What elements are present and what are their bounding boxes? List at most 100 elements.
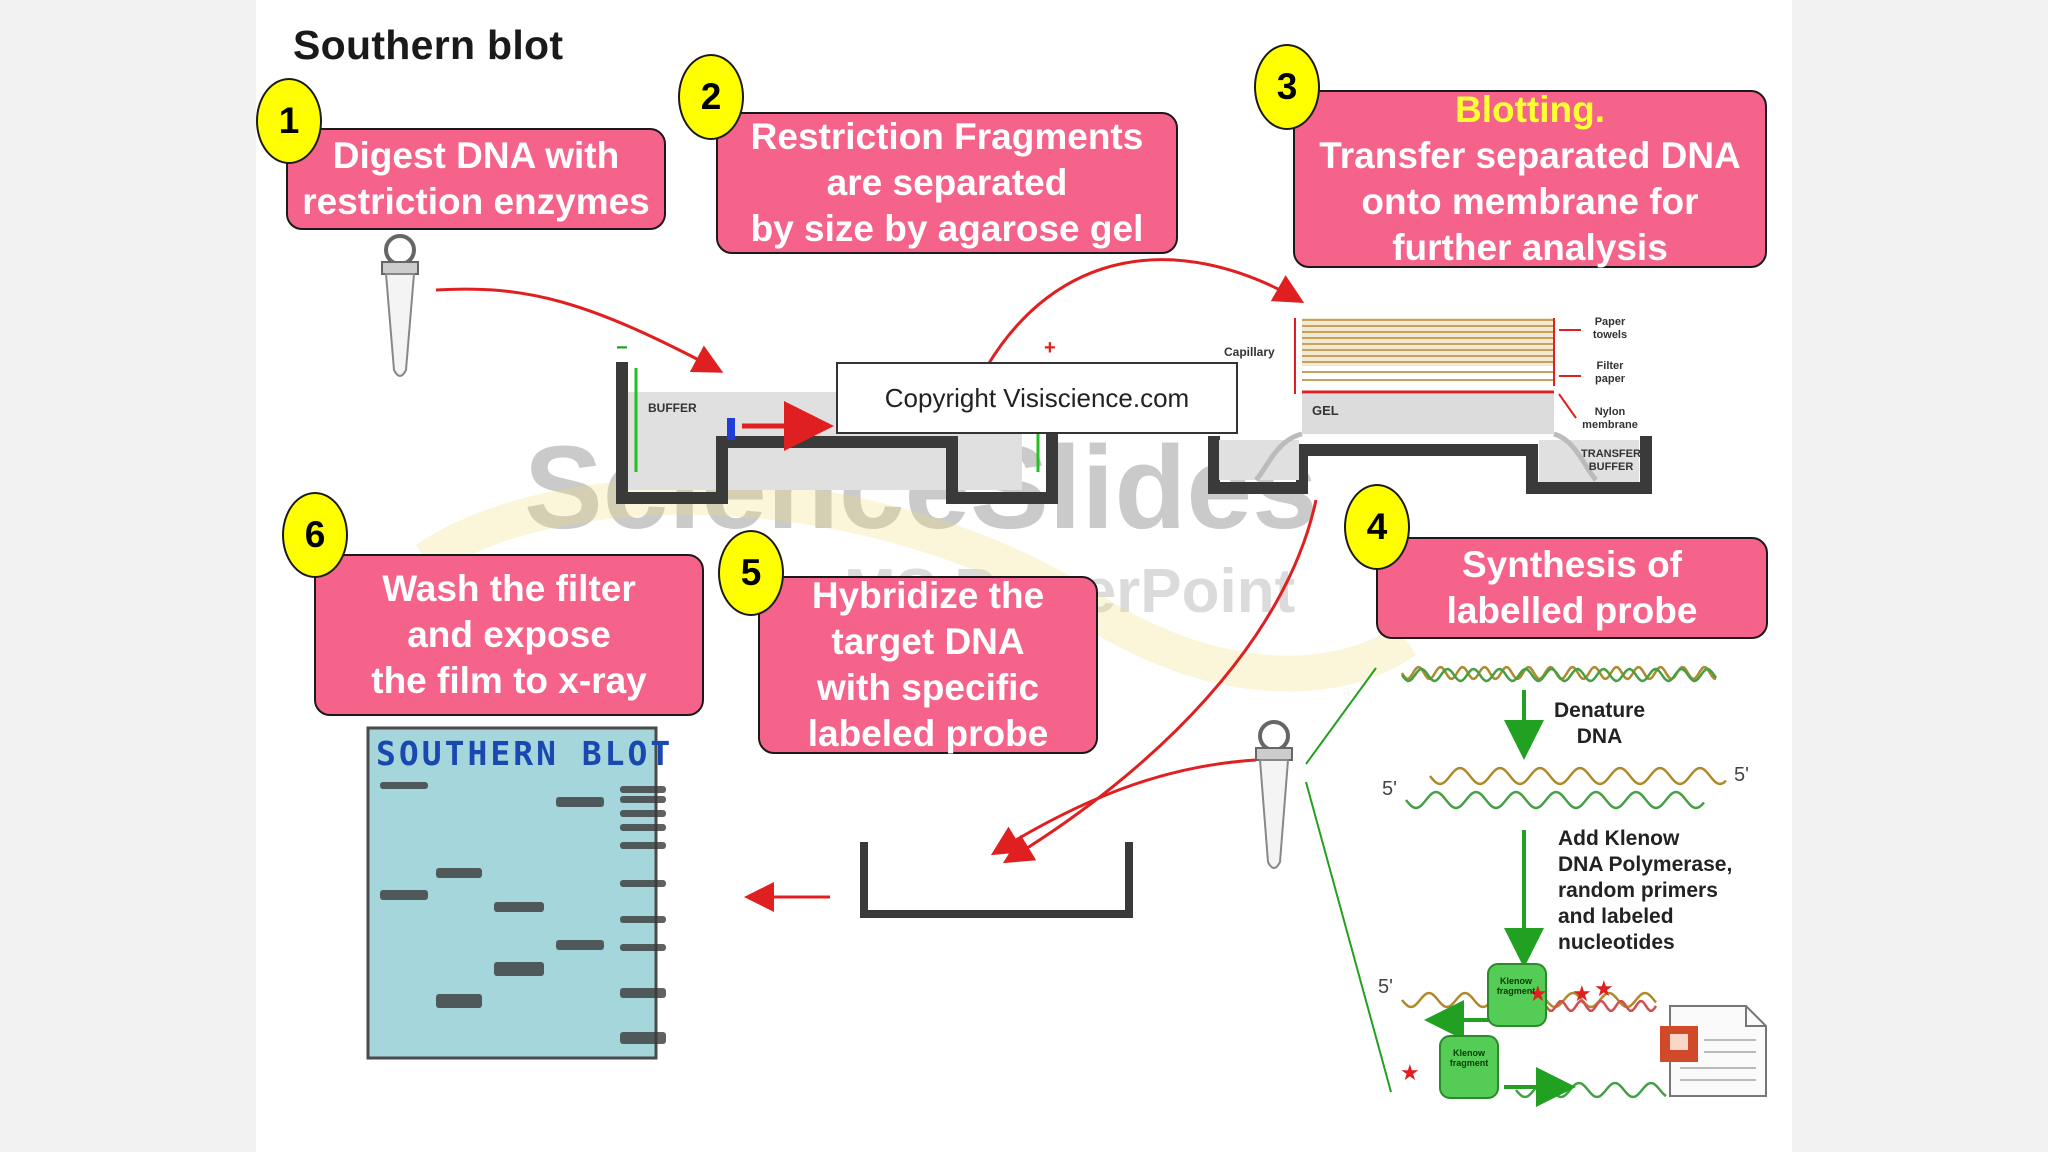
zoom-line-top (1305, 667, 1377, 765)
five-prime-label-2: 5' (1734, 764, 1749, 786)
five-prime-label-3: 5' (1378, 976, 1393, 998)
capillary-label: Capillary (1224, 345, 1275, 359)
step-box-5: Hybridize the target DNA with specific l… (758, 575, 1098, 754)
step-6-line-3: the film to x-ray (371, 660, 647, 701)
step-3-highlight: Blotting. (1454, 89, 1605, 130)
step-3-line-2: onto membrane for (1361, 181, 1699, 222)
film-bands (380, 782, 666, 1044)
svg-text:★: ★ (1400, 1060, 1420, 1085)
klenow-fragment-1 (1487, 963, 1547, 1027)
film-band (620, 824, 666, 831)
diagram-graphics: ★ ★ ★ ★ (366, 234, 1767, 1107)
dna-double-strand-b (1400, 667, 1718, 683)
step-3-line-1: Transfer separated DNA (1319, 135, 1741, 176)
add-klenow-line-1: Add Klenow (1558, 827, 1680, 850)
step-4-line-2: labelled probe (1446, 590, 1698, 631)
film-band (556, 940, 604, 950)
five-prime-label-1: 5' (1382, 778, 1397, 800)
tube-icon-4 (1255, 720, 1293, 869)
film-band (620, 810, 666, 817)
step-1-line-2: restriction enzymes (302, 181, 650, 222)
hybridization-tray (860, 842, 1133, 918)
transfer-buffer-label: TRANSFER BUFFER (1581, 448, 1641, 473)
zoom-line-bottom (1305, 781, 1392, 1093)
gel-label: GEL (1312, 403, 1339, 418)
blotting-apparatus (1208, 318, 1652, 494)
klenow-1-line-2: fragment (1496, 986, 1536, 996)
step-5-line-3: with specific (816, 667, 1040, 708)
add-klenow-line-2: DNA Polymerase, (1558, 853, 1733, 876)
film-band (620, 796, 666, 803)
film-band (620, 1032, 666, 1044)
svg-text:★: ★ (1594, 976, 1614, 1001)
denature-label: Denature DNA (1554, 698, 1645, 750)
klenow-1-line-1: Klenow (1499, 976, 1532, 986)
add-klenow-line-5: nucleotides (1558, 931, 1675, 954)
denature-line-1: Denature (1554, 699, 1646, 722)
film-band (620, 842, 666, 849)
step-badge-4: 4 (1344, 484, 1410, 570)
dna-single-strand-bottom (1405, 790, 1705, 810)
arrow-gel-to-blot (984, 258, 1305, 369)
step-2-line-2: are separated (826, 162, 1068, 203)
film-band (436, 994, 482, 1008)
step-4-line-1: Synthesis of (1462, 544, 1682, 585)
document-icon (1660, 1005, 1767, 1097)
watermark-swoosh (415, 478, 1417, 692)
film-band (556, 797, 604, 807)
plus-electrode-label: + (1044, 337, 1056, 359)
film-band (436, 868, 482, 878)
step-box-3: Blotting. Transfer separated DNA onto me… (1293, 89, 1767, 268)
step-1-line-1: Digest DNA with (332, 135, 620, 176)
film-band (620, 916, 666, 923)
step-badge-6: 6 (282, 492, 348, 578)
klenow-fragment-label-2: Klenow fragment (1445, 1048, 1493, 1068)
step-box-1: Digest DNA with restriction enzymes (286, 128, 666, 230)
step-box-2: Restriction Fragments are separated by s… (716, 112, 1178, 254)
add-klenow-line-3: random primers (1558, 879, 1718, 902)
copyright-notice: Copyright Visiscience.com (836, 362, 1238, 434)
denature-line-2: DNA (1576, 725, 1623, 748)
label-stars: ★ ★ ★ ★ (1400, 976, 1614, 1085)
film-band (380, 782, 428, 789)
step-6-line-2: and expose (407, 614, 611, 655)
arrow-probe-to-tray (990, 758, 1257, 856)
step-badge-1: 1 (256, 78, 322, 164)
filter-paper-label: Filter paper (1595, 360, 1625, 385)
klenow-2-line-1: Klenow (1452, 1048, 1485, 1058)
svg-text:★: ★ (1528, 981, 1548, 1006)
film-band (620, 786, 666, 793)
step-5-line-2: target DNA (831, 621, 1025, 662)
slide: ScienceSlides MS PowerPoint (256, 0, 1792, 1152)
film-band (620, 944, 666, 951)
step-badge-3: 3 (1254, 44, 1320, 130)
step-5-line-1: Hybridize the (811, 575, 1045, 616)
step-box-4: Synthesis of labelled probe (1376, 537, 1768, 639)
southern-blot-film-title: SOUTHERN BLOT (376, 734, 674, 773)
labeled-probe-strand (1544, 999, 1658, 1013)
minus-electrode-label: − (616, 337, 628, 359)
klenow-fragment-2 (1439, 1035, 1499, 1099)
svg-text:★: ★ (1572, 981, 1592, 1006)
film-band (620, 880, 666, 887)
step-badge-2: 2 (678, 54, 744, 140)
klenow-fragment-label-1: Klenow fragment (1492, 976, 1540, 996)
film-band (494, 902, 544, 912)
step-6-line-1: Wash the filter (382, 568, 636, 609)
tube-icon-1 (381, 234, 419, 377)
step-2-line-3: by size by agarose gel (750, 208, 1144, 249)
arrow-digest-to-gel (435, 287, 724, 373)
step-3-line-3: further analysis (1392, 227, 1668, 268)
buffer-label: BUFFER (648, 401, 697, 415)
film-band (380, 890, 428, 900)
step-box-6: Wash the filter and expose the film to x… (314, 554, 704, 716)
step-2-line-1: Restriction Fragments (750, 116, 1144, 157)
film-band (494, 962, 544, 976)
step-badge-5: 5 (718, 530, 784, 616)
slide-title: Southern blot (293, 22, 564, 68)
dna-single-strand-top (1429, 766, 1727, 786)
klenow-2-line-2: fragment (1449, 1058, 1489, 1068)
arrow-blot-to-tray (1002, 499, 1318, 864)
nylon-membrane-label: Nylon membrane (1582, 406, 1638, 431)
step-5-line-4: labeled probe (807, 713, 1049, 754)
